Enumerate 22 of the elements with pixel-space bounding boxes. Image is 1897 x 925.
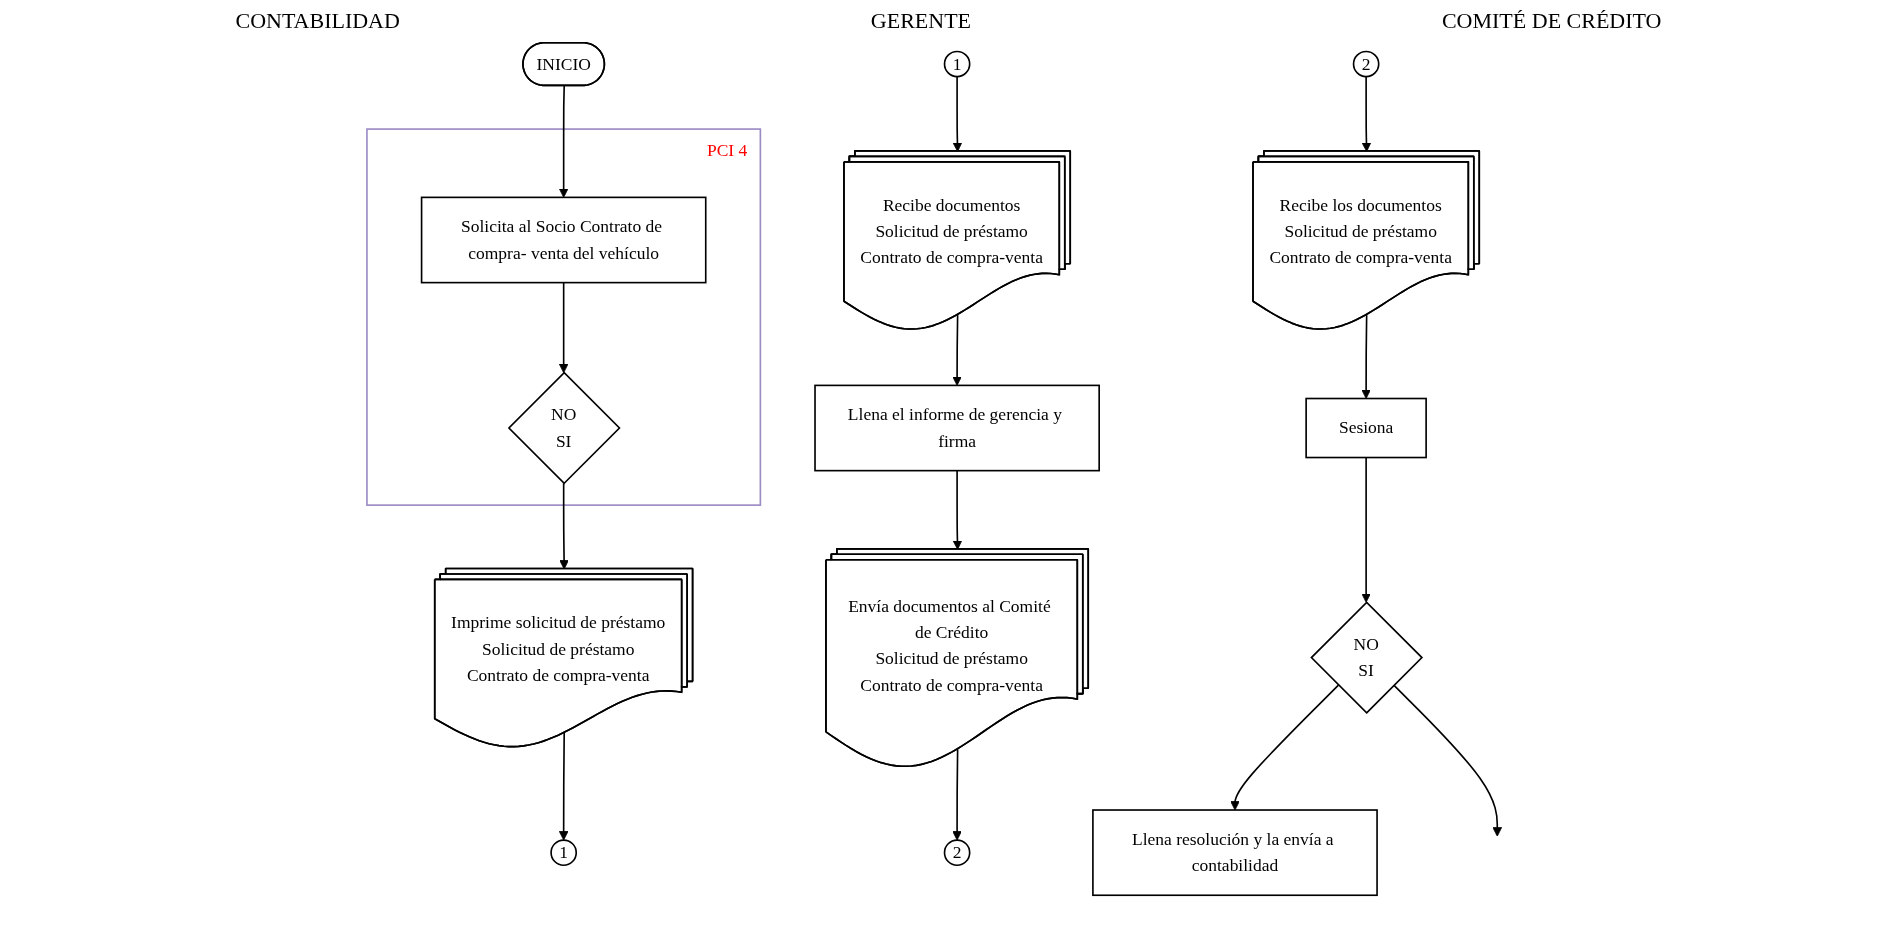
node-circle: 2 — [1352, 50, 1380, 78]
node-box: Llena resolución y la envía a contabilidad — [1092, 809, 1378, 897]
column-heading: CONTABILIDAD — [235, 8, 400, 34]
arrow — [558, 732, 569, 841]
arrow — [952, 748, 962, 841]
arrow — [558, 85, 569, 198]
column-heading: GERENTE — [870, 8, 971, 34]
node-box: Llena el informe de gerencia y firma — [814, 384, 1100, 472]
node-diamond: NO SI — [1310, 601, 1424, 714]
node-box: Solicita al Socio Contrato de compra- venta del vehículo — [420, 196, 707, 284]
arrow — [1361, 314, 1371, 399]
arrow — [952, 314, 962, 386]
node-circle: 2 — [943, 839, 971, 867]
arrow — [1230, 684, 1340, 811]
arrow — [1393, 684, 1503, 837]
arrow — [558, 281, 569, 374]
arrow — [1361, 456, 1371, 603]
node-diamond: NO SI — [507, 371, 621, 485]
node-box: Sesiona — [1305, 397, 1427, 459]
node-circle: 1 — [550, 839, 578, 867]
node-circle: 1 — [943, 50, 971, 78]
column-heading: COMITÉ DE CRÉDITO — [1441, 8, 1662, 34]
